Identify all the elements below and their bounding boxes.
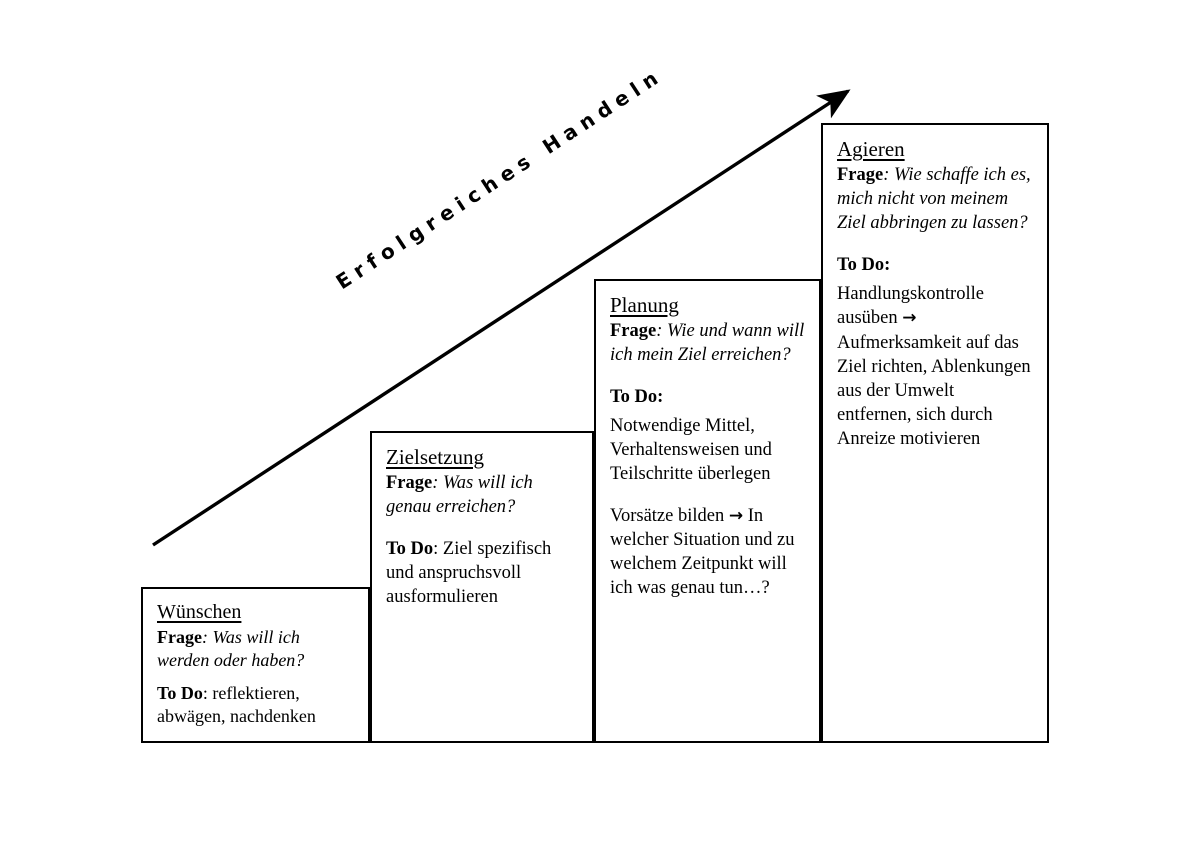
step-body-zielsetzung: Frage: Was will ich genau erreichen? To …: [386, 471, 578, 609]
todo-text-b: Aufmerksamkeit auf das Ziel richten, Abl…: [837, 332, 1031, 449]
step-body-agieren: Frage: Wie schaffe ich es, mich nicht vo…: [837, 163, 1033, 451]
todo-text-first: Notwendige Mittel, Verhaltensweisen und …: [610, 414, 805, 486]
todo-label-paragraph: To Do:: [837, 253, 1033, 277]
frage-label: Frage: [610, 321, 657, 342]
todo-text-1: Notwendige Mittel, Verhaltensweisen und …: [610, 416, 772, 485]
todo-label: To Do: [386, 538, 434, 559]
step-box-planung[interactable]: Planung Frage: Wie und wann will ich mei…: [594, 279, 821, 743]
todo-label-paragraph: To Do:: [610, 385, 805, 409]
frage-paragraph: Frage: Was will ich werden oder haben?: [157, 626, 354, 672]
todo-label: To Do: [157, 682, 203, 703]
todo-text: : reflektieren, abwägen, nachdenken: [157, 682, 316, 726]
todo-text: : Ziel spezifisch und anspruchsvoll ausf…: [386, 538, 552, 607]
step-title-agieren: Agieren: [837, 137, 905, 161]
step-box-zielsetzung[interactable]: Zielsetzung Frage: Was will ich genau er…: [370, 431, 594, 743]
vorsaetze-text-a: Vorsätze bilden: [610, 506, 729, 527]
frage-label: Frage: [386, 473, 433, 494]
todo-label: To Do: [610, 386, 658, 407]
step-box-agieren[interactable]: Agieren Frage: Wie schaffe ich es, mich …: [821, 123, 1049, 743]
frage-text: : Wie schaffe ich es, mich nicht von mei…: [837, 165, 1031, 234]
todo-paragraph: To Do: reflektieren, abwägen, nachdenken: [157, 682, 354, 728]
frage-text: : Was will ich genau erreichen?: [386, 473, 533, 518]
todo-label: To Do: [837, 254, 885, 275]
todo-text-second: Vorsätze bilden → In welcher Situation u…: [610, 504, 805, 600]
step-title-planung: Planung: [610, 293, 679, 317]
frage-text: : Wie und wann will ich mein Ziel erreic…: [610, 321, 805, 366]
frage-paragraph: Frage: Wie schaffe ich es, mich nicht vo…: [837, 163, 1033, 235]
step-box-wuenschen[interactable]: Wünschen Frage: Was will ich werden oder…: [141, 587, 370, 743]
step-title-wuenschen: Wünschen: [157, 601, 242, 623]
frage-label: Frage: [157, 627, 202, 647]
frage-label: Frage: [837, 165, 884, 186]
frage-paragraph: Frage: Wie und wann will ich mein Ziel e…: [610, 319, 805, 367]
frage-text: : Was will ich werden oder haben?: [157, 627, 305, 671]
vorsaetze-text-b: In welcher Situation und zu welchem Zeit…: [610, 506, 795, 599]
todo-text-paragraph: Handlungskontrolle ausüben → Aufmerksamk…: [837, 282, 1033, 450]
step-title-zielsetzung: Zielsetzung: [386, 445, 484, 469]
todo-text-a: Handlungskontrolle ausüben: [837, 284, 984, 329]
right-arrow-icon: →: [902, 308, 917, 329]
frage-paragraph: Frage: Was will ich genau erreichen?: [386, 471, 578, 519]
growth-arrow-label: Erfolgreiches Handeln: [331, 62, 668, 295]
step-body-wuenschen: Frage: Was will ich werden oder haben? T…: [157, 626, 354, 728]
todo-colon: :: [884, 254, 891, 275]
todo-colon: :: [657, 386, 664, 407]
step-body-planung: Frage: Wie und wann will ich mein Ziel e…: [610, 319, 805, 600]
right-arrow-icon: →: [728, 506, 744, 527]
todo-paragraph: To Do: Ziel spezifisch und anspruchsvoll…: [386, 537, 578, 609]
